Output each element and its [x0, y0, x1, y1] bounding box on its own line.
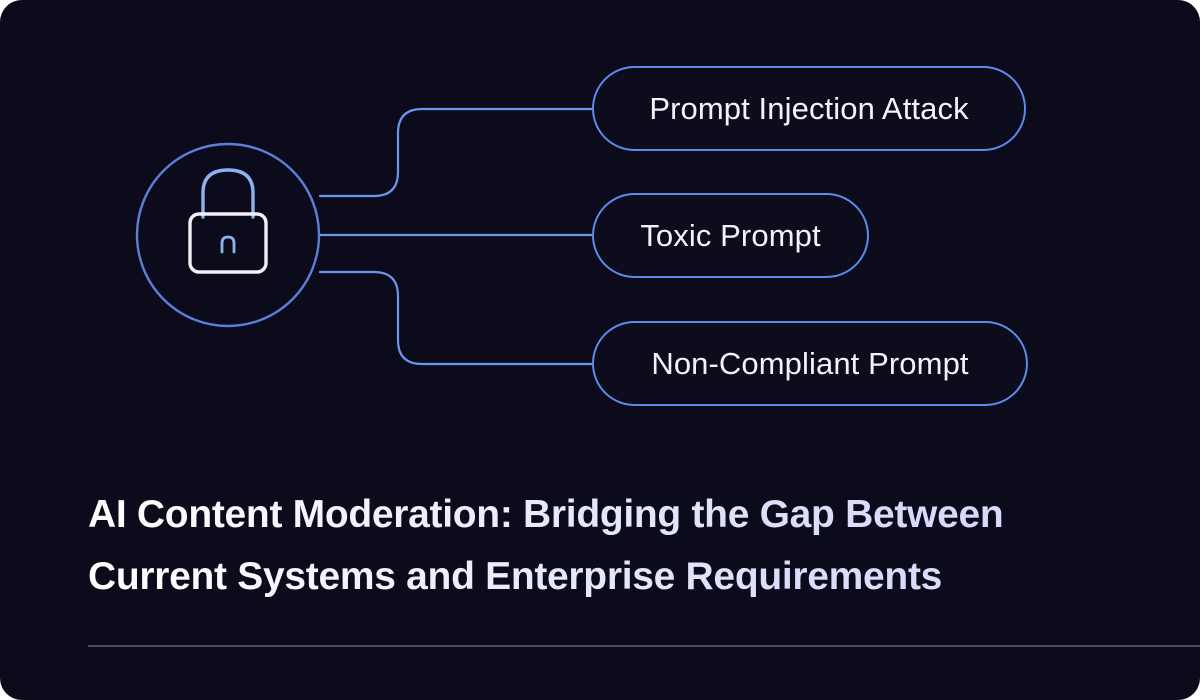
lock-keyhole-icon [220, 235, 236, 254]
lock-branch-diagram [135, 107, 596, 366]
branch-label-text: Non-Compliant Prompt [651, 345, 969, 381]
lock-shackle-icon [201, 168, 255, 219]
branch-label-prompt-injection-attack[interactable]: Prompt Injection Attack [592, 66, 1026, 151]
branch-label-text: Toxic Prompt [640, 217, 821, 253]
connector-to-prompt-injection [318, 107, 596, 198]
branch-label-toxic-prompt[interactable]: Toxic Prompt [592, 193, 869, 278]
page-title-line-2: Current Systems and Enterprise Requireme… [88, 546, 1098, 608]
connector-to-non-compliant [318, 270, 596, 366]
hub-circle [135, 142, 321, 328]
lock-body-icon [188, 212, 268, 274]
branch-label-text: Prompt Injection Attack [649, 90, 969, 126]
page-title-line-1: AI Content Moderation: Bridging the Gap … [88, 484, 1098, 546]
bottom-divider [88, 645, 1200, 647]
page-title: AI Content Moderation: Bridging the Gap … [88, 484, 1098, 608]
branch-label-non-compliant-prompt[interactable]: Non-Compliant Prompt [592, 321, 1028, 406]
